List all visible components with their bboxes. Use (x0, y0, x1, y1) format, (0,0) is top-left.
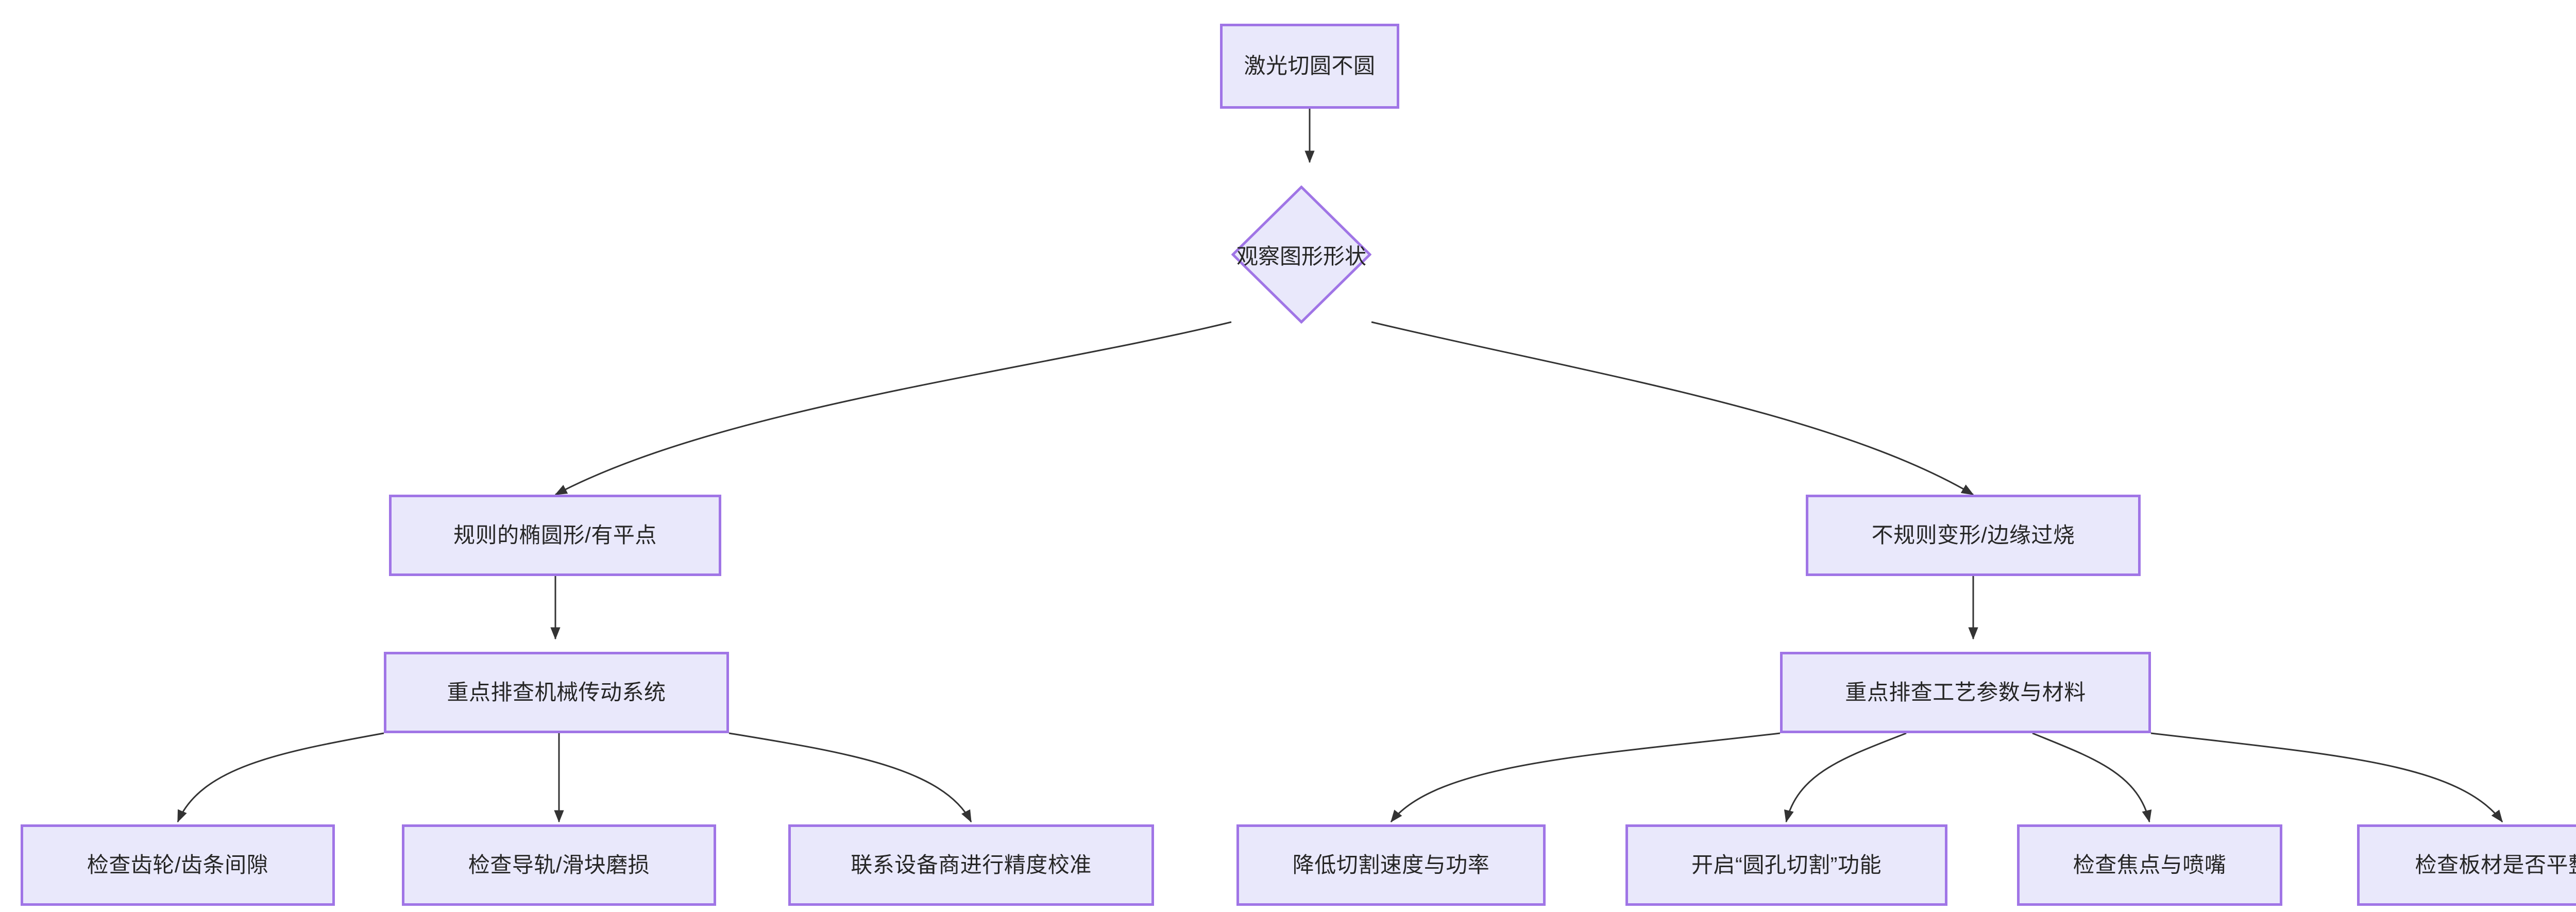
flowchart-edge-n6-to-n11 (1784, 732, 1907, 823)
diamond-shape-icon (1231, 185, 1371, 324)
flowchart-edge-n6-to-n13 (2150, 732, 2503, 823)
flowchart-node-label: 检查导轨/滑块磨损 (468, 852, 650, 877)
flowchart-node-n4[interactable]: 不规则变形/边缘过烧 (1806, 495, 2141, 576)
flowchart-node-n10[interactable]: 降低切割速度与功率 (1236, 824, 1546, 906)
flowchart-node-n5[interactable]: 重点排查机械传动系统 (384, 652, 729, 733)
flowchart-node-n3[interactable]: 规则的椭圆形/有平点 (389, 495, 721, 576)
flowchart-node-n7[interactable]: 检查齿轮/齿条间隙 (21, 824, 335, 906)
flowchart-node-n9[interactable]: 联系设备商进行精度校准 (788, 824, 1154, 906)
flowchart-node-n6[interactable]: 重点排查工艺参数与材料 (1780, 652, 2151, 733)
flowchart-edge-n5-to-n7 (177, 732, 384, 823)
flowchart-node-label: 检查焦点与喷嘴 (2073, 852, 2227, 877)
flowchart-node-label: 重点排查机械传动系统 (447, 680, 666, 704)
flowchart-edge-n5-to-n9 (728, 732, 972, 823)
flowchart-node-n13[interactable]: 检查板材是否平整 (2357, 824, 2576, 906)
flowchart-edge-n6-to-n10 (1390, 732, 1781, 823)
flowchart-node-label: 检查板材是否平整 (2415, 852, 2576, 877)
flowchart-node-label: 开启“圆孔切割”功能 (1691, 852, 1882, 877)
flowchart-node-label: 重点排查工艺参数与材料 (1845, 680, 2086, 704)
flowchart-node-label: 检查齿轮/齿条间隙 (87, 852, 269, 877)
flowchart-node-label: 联系设备商进行精度校准 (851, 852, 1092, 877)
flowchart-node-label: 降低切割速度与功率 (1292, 852, 1490, 877)
flowchart-decision-node[interactable]: 观察图形形状 (1231, 185, 1371, 324)
flowchart-edge-n6-to-n12 (2032, 732, 2152, 823)
flowchart-node-label: 激光切圆不圆 (1244, 54, 1376, 78)
flowchart-node-n12[interactable]: 检查焦点与喷嘴 (2017, 824, 2282, 906)
flowchart-edge-n2-to-n3 (554, 321, 1232, 496)
flowchart-edge-n2-to-n4 (1371, 321, 1974, 496)
flowchart-node-label: 不规则变形/边缘过烧 (1871, 522, 2075, 547)
flowchart-node-n11[interactable]: 开启“圆孔切割”功能 (1625, 824, 1947, 906)
flowchart-node-n8[interactable]: 检查导轨/滑块磨损 (402, 824, 716, 906)
decision-node-label: 观察图形形状 (1236, 244, 1366, 268)
flowchart-node-label: 规则的椭圆形/有平点 (453, 522, 657, 547)
flowchart-node-n1[interactable]: 激光切圆不圆 (1220, 24, 1399, 109)
